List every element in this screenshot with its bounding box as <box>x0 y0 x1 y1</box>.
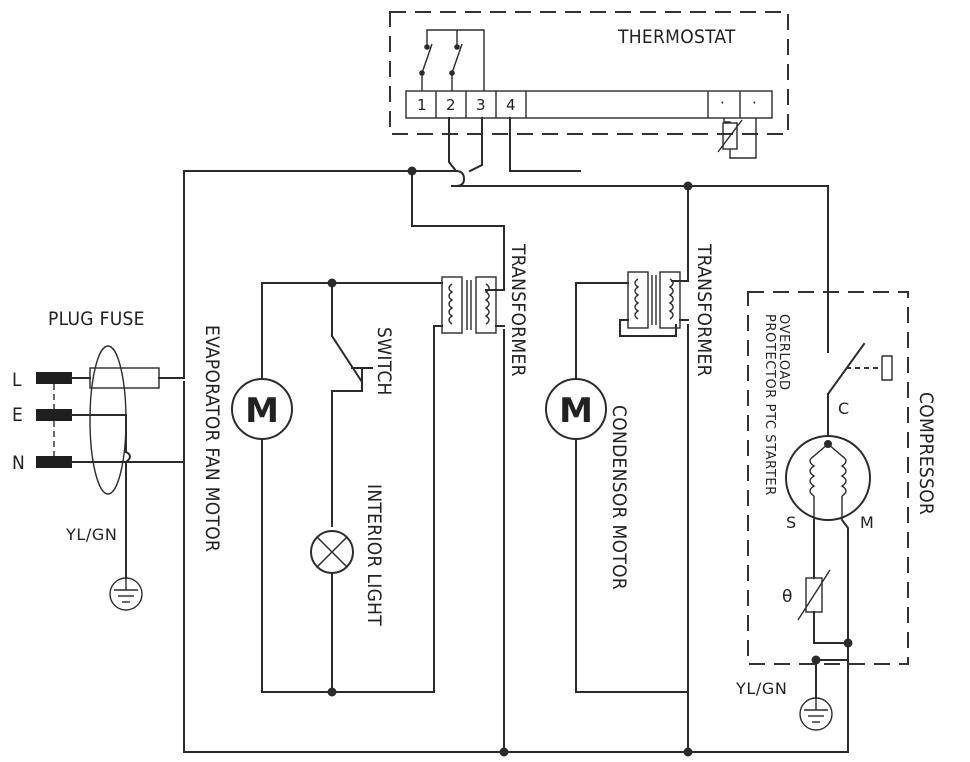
transformer-1-label: TRANSFORMER <box>507 243 529 377</box>
overload-label-line2: PROTECTOR PTC STARTER <box>762 314 777 496</box>
terminal-3: 3 <box>476 96 486 114</box>
ground-right-label: YL/GN <box>735 679 787 698</box>
compressor-label: COMPRESSOR <box>915 392 937 515</box>
sensor-dot-2: · <box>752 94 757 112</box>
line-label: L <box>12 369 22 391</box>
terminal-4: 4 <box>506 96 516 114</box>
thermostat-contacts <box>419 29 485 91</box>
thermostat-label: THERMOSTAT <box>617 26 736 48</box>
earth-label: E <box>12 404 23 426</box>
evaporator-fan-motor-label: EVAPORATOR FAN MOTOR <box>201 325 223 552</box>
ground-left-label: YL/GN <box>65 525 117 544</box>
motor-symbol-1: M <box>245 391 279 431</box>
interior-light-label: INTERIOR LIGHT <box>363 484 385 626</box>
main-wiring <box>158 117 849 757</box>
overload-protector <box>826 289 893 445</box>
terminal-strip <box>405 90 773 119</box>
theta-label: θ <box>782 587 793 607</box>
compressor-c-label: C <box>838 399 850 418</box>
compressor-m-label: M <box>860 513 874 532</box>
ground-left-icon <box>109 577 143 611</box>
plug-fuse <box>89 367 160 389</box>
door-switch <box>330 282 373 527</box>
evaporator-motor: M <box>231 378 293 440</box>
plug-pin-e <box>36 409 72 421</box>
transformer-2-label: TRANSFORMER <box>693 243 715 377</box>
thermostat: THERMOSTAT 1 2 3 4 · · <box>389 11 789 159</box>
ground-right-icon <box>799 697 833 731</box>
condensor-motor-label: CONDENSOR MOTOR <box>608 405 630 590</box>
condensor-section: M CONDENSOR MOTOR TRANSFORMER <box>545 243 715 693</box>
transformer-1 <box>441 276 505 334</box>
ptc-starter <box>797 518 853 648</box>
evaporator-section: M EVAPORATOR FAN MOTOR SWITCH INTERIOR L… <box>201 243 529 697</box>
plug-pin-n <box>36 456 72 468</box>
switch-label: SWITCH <box>373 327 395 396</box>
temperature-sensor <box>717 118 757 159</box>
compressor-s-label: S <box>786 513 797 532</box>
interior-light <box>310 530 354 693</box>
plug-fuse-label: PLUG FUSE <box>48 308 145 330</box>
compressor-motor <box>785 435 871 521</box>
transformer-2 <box>619 271 689 337</box>
neutral-label: N <box>12 452 25 474</box>
plug: PLUG FUSE L E N YL/GN <box>12 308 185 611</box>
sensor-dot-1: · <box>720 94 725 112</box>
overload-label-line1: OVERLOAD <box>776 314 791 391</box>
terminal-2: 2 <box>446 96 456 114</box>
compressor-section: OVERLOAD PROTECTOR PTC STARTER COMPRESSO… <box>735 289 937 731</box>
terminal-1: 1 <box>417 96 427 114</box>
plug-pin-l <box>36 372 72 384</box>
condensor-motor: M <box>545 378 607 440</box>
motor-symbol-2: M <box>559 391 593 431</box>
thermostat-enclosure <box>389 11 789 135</box>
